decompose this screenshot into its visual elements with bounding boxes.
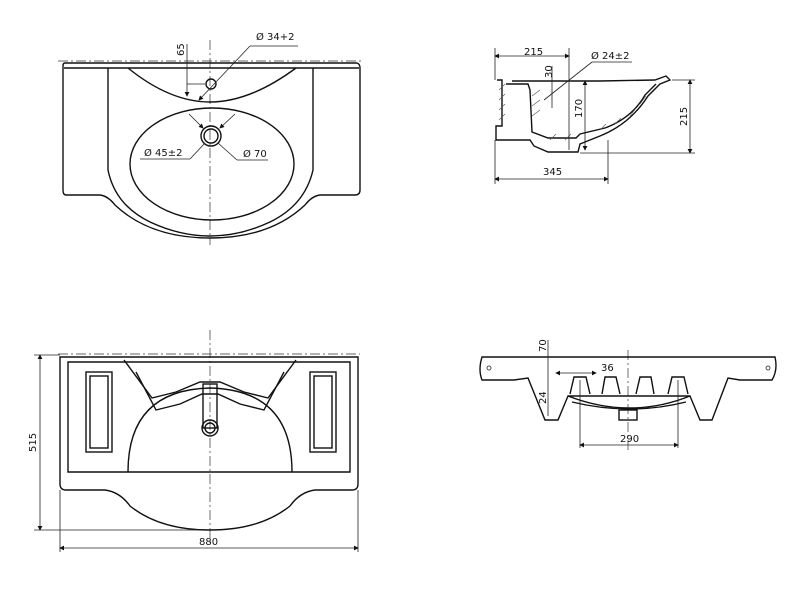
drain-outer-label: Ø 70 [243,148,267,160]
left-support-rib-inner [89,375,109,449]
tap-deck-brace-inner [135,371,285,411]
depth-from-back-label: 215 [524,47,543,58]
bracket-1 [569,376,591,395]
drain-outer [200,125,222,147]
underside-drain-inner [204,422,216,434]
bracket-2 [601,376,621,395]
width-dimension-label: 880 [199,537,218,548]
bracket-3 [635,376,655,395]
waste-pipe [202,383,218,429]
overflow-hole-label: Ø 24±2 [591,50,630,62]
basin-depth-label: 170 [574,99,585,118]
fixing-hole-left [486,365,492,371]
drain-inner [203,128,219,144]
bracket-height-label: 24 [538,391,549,404]
right-support-rib-inner [313,375,333,449]
basin-rim [107,68,314,237]
rear-outline [479,356,777,421]
total-height-label: 215 [679,107,690,126]
top-view: Ø 34+2 65 Ø 45±2 Ø 70 [58,31,362,245]
section-outline [495,75,672,153]
underside-view: 515 880 [28,330,360,552]
bracket-width-label: 36 [601,363,614,374]
depth-dimension-label: 515 [28,433,39,452]
left-support-rib [85,371,113,453]
sink-outline [62,62,361,239]
section-width-label: 345 [543,167,562,178]
basin-bowl [129,107,295,221]
tap-deck-cutout [127,67,297,103]
drain-inner-label: Ø 45±2 [144,147,183,159]
tap-hole-diameter-label: Ø 34+2 [256,31,295,43]
top-offset-label: 70 [538,339,549,352]
right-support-rib [309,371,337,453]
tap-deck-brace [123,359,297,399]
side-section-view: 215 Ø 24±2 30 170 215 345 [494,47,695,184]
section-inner [506,83,657,139]
underside-frame [67,361,351,473]
rear-basin-curve [571,401,687,410]
fixing-hole-right [765,365,771,371]
rear-waste [618,409,638,421]
tap-hole [205,78,217,90]
bracket-4 [667,376,689,395]
tap-offset-label: 65 [176,43,187,56]
underside-outline [59,356,359,531]
bracket-spacing-label: 290 [620,434,639,445]
overflow-offset-label: 30 [544,65,555,78]
underside-drain [201,419,219,437]
underside-bowl [127,387,293,473]
rear-view: 70 36 24 290 [479,339,777,450]
